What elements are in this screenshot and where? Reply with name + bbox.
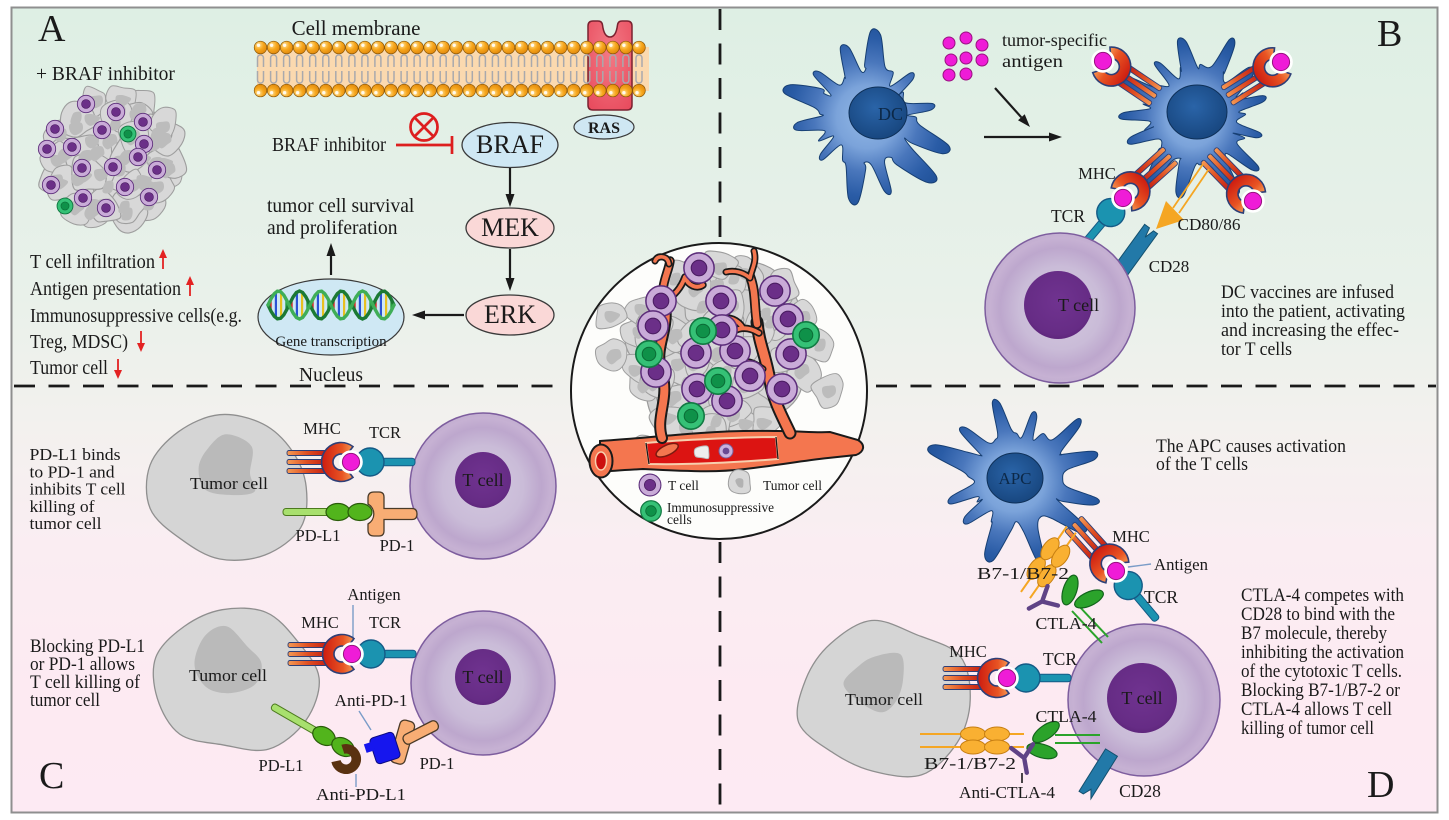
svg-text:tor T cells: tor T cells (1221, 339, 1292, 360)
svg-text:cells: cells (667, 512, 692, 527)
svg-text:killing of: killing of (30, 497, 96, 516)
svg-text:BRAF inhibitor: BRAF inhibitor (272, 135, 386, 156)
svg-text:T cell: T cell (462, 470, 503, 490)
svg-text:MHC: MHC (301, 613, 339, 632)
svg-text:Immunosuppressive cells(e.g.: Immunosuppressive cells(e.g. (30, 305, 242, 327)
svg-text:Cell membrane: Cell membrane (292, 16, 421, 40)
svg-text:D: D (1367, 764, 1394, 806)
svg-text:ERK: ERK (484, 300, 536, 329)
svg-text:Treg, MDSC): Treg, MDSC) (30, 331, 128, 353)
svg-text:Antigen: Antigen (1154, 555, 1208, 574)
svg-text:inhibiting the activation: inhibiting the activation (1241, 642, 1404, 663)
svg-text:CD80/86: CD80/86 (1178, 215, 1241, 234)
svg-text:to PD-1 and: to PD-1 and (30, 463, 116, 482)
svg-text:T cell: T cell (462, 667, 503, 687)
svg-text:PD-L1: PD-L1 (296, 526, 341, 545)
svg-text:B7-1/B7-2: B7-1/B7-2 (977, 564, 1069, 583)
svg-text:Nucleus: Nucleus (299, 365, 363, 386)
svg-text:into the patient, activating: into the patient, activating (1221, 301, 1405, 322)
svg-text:Antigen: Antigen (347, 585, 400, 604)
svg-text:PD-L1 binds: PD-L1 binds (30, 445, 121, 464)
svg-text:tumor-specific: tumor-specific (1002, 30, 1107, 50)
svg-text:Anti-CTLA-4: Anti-CTLA-4 (959, 783, 1055, 802)
svg-text:CTLA-4: CTLA-4 (1036, 707, 1097, 726)
svg-text:Antigen presentation: Antigen presentation (30, 278, 181, 300)
svg-text:killing of tumor cell: killing of tumor cell (1241, 718, 1374, 739)
svg-text:+ BRAF inhibitor: + BRAF inhibitor (36, 64, 175, 85)
svg-text:Anti-PD-1: Anti-PD-1 (335, 691, 408, 710)
svg-text:CD28: CD28 (1149, 257, 1190, 276)
svg-text:T cell: T cell (668, 478, 699, 493)
svg-text:C: C (39, 755, 64, 797)
svg-text:Immunosuppressive: Immunosuppressive (667, 500, 774, 515)
svg-text:Tumor cell: Tumor cell (190, 474, 268, 493)
svg-text:T cell infiltration: T cell infiltration (30, 251, 155, 273)
svg-text:Gene transcription: Gene transcription (275, 334, 387, 350)
svg-text:The APC causes activation: The APC causes activation (1156, 436, 1346, 457)
svg-text:of the T cells: of the T cells (1156, 454, 1248, 475)
svg-text:CTLA-4: CTLA-4 (1036, 614, 1097, 633)
svg-text:Tumor cell: Tumor cell (189, 666, 267, 685)
svg-text:tumor cell: tumor cell (30, 514, 102, 533)
svg-text:B: B (1377, 13, 1402, 55)
svg-text:antigen: antigen (1002, 51, 1063, 71)
svg-text:DC vaccines are infused: DC vaccines are infused (1221, 282, 1394, 303)
svg-text:MHC: MHC (303, 419, 341, 438)
svg-text:of the cytotoxic T cells.: of the cytotoxic T cells. (1241, 661, 1402, 682)
svg-text:B7-1/B7-2: B7-1/B7-2 (924, 754, 1016, 773)
svg-text:Tumor cell: Tumor cell (845, 690, 923, 709)
svg-text:BRAF: BRAF (476, 130, 544, 159)
svg-text:PD-1: PD-1 (380, 536, 415, 555)
svg-text:CTLA-4 competes with: CTLA-4 competes with (1241, 585, 1404, 606)
svg-text:CD28: CD28 (1119, 781, 1161, 801)
svg-text:TCR: TCR (1043, 649, 1077, 669)
svg-text:B7 molecule, thereby: B7 molecule, thereby (1241, 623, 1387, 644)
svg-text:A: A (38, 8, 66, 50)
svg-text:Tumor cell: Tumor cell (30, 357, 108, 379)
svg-text:MHC: MHC (949, 642, 987, 661)
svg-text:or PD-1 allows: or PD-1 allows (30, 655, 135, 675)
svg-text:and increasing the effec-: and increasing the effec- (1221, 320, 1399, 341)
svg-text:DC: DC (878, 104, 903, 124)
svg-text:TCR: TCR (1051, 206, 1085, 226)
svg-text:TCR: TCR (369, 423, 401, 442)
svg-text:and proliferation: and proliferation (267, 218, 398, 239)
svg-text:inhibits T cell: inhibits T cell (30, 480, 126, 499)
svg-text:RAS: RAS (588, 120, 620, 137)
svg-text:MHC: MHC (1078, 164, 1116, 183)
svg-text:PD-1: PD-1 (420, 754, 455, 773)
svg-text:tumor cell survival: tumor cell survival (267, 196, 415, 217)
svg-text:TCR: TCR (369, 613, 401, 632)
svg-text:tumor cell: tumor cell (30, 691, 100, 711)
svg-text:Anti-PD-L1: Anti-PD-L1 (316, 785, 406, 804)
svg-text:Blocking PD-L1: Blocking PD-L1 (30, 637, 145, 657)
svg-text:MEK: MEK (481, 213, 539, 242)
svg-text:T cell: T cell (1058, 295, 1099, 315)
svg-text:T cell killing of: T cell killing of (30, 673, 141, 693)
svg-text:PD-L1: PD-L1 (259, 756, 304, 775)
svg-text:Blocking B7-1/B7-2 or: Blocking B7-1/B7-2 or (1241, 680, 1401, 701)
svg-text:MHC: MHC (1112, 527, 1150, 546)
svg-text:TCR: TCR (1144, 587, 1178, 607)
svg-text:APC: APC (998, 469, 1031, 488)
svg-text:T cell: T cell (1121, 688, 1162, 708)
svg-text:Tumor cell: Tumor cell (763, 478, 822, 493)
svg-text:CTLA-4 allows T cell: CTLA-4 allows T cell (1241, 699, 1392, 720)
svg-text:CD28 to bind with the: CD28 to bind with the (1241, 604, 1395, 625)
